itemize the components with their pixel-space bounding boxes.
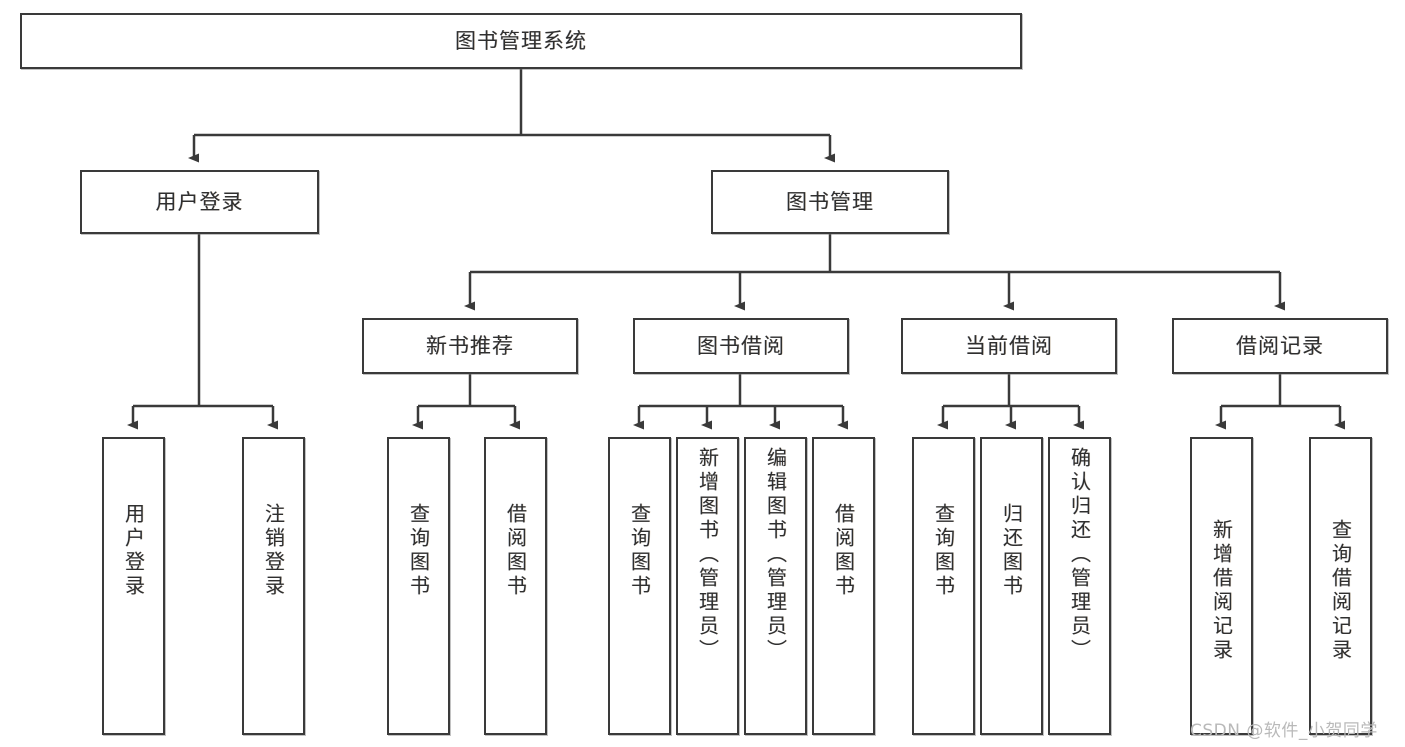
node-user-login[interactable]: 用户登录 [80,170,319,234]
leaf-recommend-query-book[interactable]: 查询图书 [387,437,450,735]
node-label: 借阅图书 [503,503,528,599]
leaf-borrow-query-book[interactable]: 查询图书 [608,437,671,735]
node-label: 归还图书 [999,503,1024,599]
leaf-user-login-logout[interactable]: 注销登录 [242,437,305,735]
leaf-recommend-borrow-book[interactable]: 借阅图书 [484,437,547,735]
leaf-record-query-record[interactable]: 查询借阅记录 [1309,437,1372,735]
leaf-borrow-borrow-book[interactable]: 借阅图书 [812,437,875,735]
node-label: 用户登录 [121,503,146,599]
node-label: 查询图书 [627,503,652,599]
node-label: 新增图书（管理员） [695,447,720,663]
node-current-borrow[interactable]: 当前借阅 [901,318,1117,374]
node-label: 新书推荐 [426,333,514,358]
node-book-borrow[interactable]: 图书借阅 [633,318,849,374]
node-label: 图书借阅 [697,333,785,358]
node-label: 用户登录 [155,189,244,214]
node-label: 借阅记录 [1236,333,1324,358]
node-borrow-record[interactable]: 借阅记录 [1172,318,1388,374]
node-label: 图书管理 [786,189,874,214]
node-root-system[interactable]: 图书管理系统 [20,13,1022,69]
leaf-borrow-add-book-admin[interactable]: 新增图书（管理员） [676,437,739,735]
node-label: 查询图书 [931,503,956,599]
node-new-book-recommend[interactable]: 新书推荐 [362,318,578,374]
leaf-current-return-book[interactable]: 归还图书 [980,437,1043,735]
leaf-record-add-record[interactable]: 新增借阅记录 [1190,437,1253,735]
leaf-user-login-login[interactable]: 用户登录 [102,437,165,735]
node-label: 查询图书 [406,503,431,599]
leaf-current-confirm-return-admin[interactable]: 确认归还（管理员） [1048,437,1111,735]
leaf-borrow-edit-book-admin[interactable]: 编辑图书（管理员） [744,437,807,735]
node-label: 当前借阅 [965,333,1053,358]
node-label: 确认归还（管理员） [1067,447,1092,663]
node-label: 图书管理系统 [455,28,587,53]
leaf-current-query-book[interactable]: 查询图书 [912,437,975,735]
node-label: 编辑图书（管理员） [763,447,788,663]
node-label: 借阅图书 [831,503,856,599]
csdn-watermark: CSDN @软件_小贺同学 [1190,721,1378,741]
node-book-management[interactable]: 图书管理 [711,170,949,234]
node-label: 新增借阅记录 [1209,519,1234,663]
node-label: 注销登录 [261,503,286,599]
node-label: 查询借阅记录 [1328,519,1353,663]
